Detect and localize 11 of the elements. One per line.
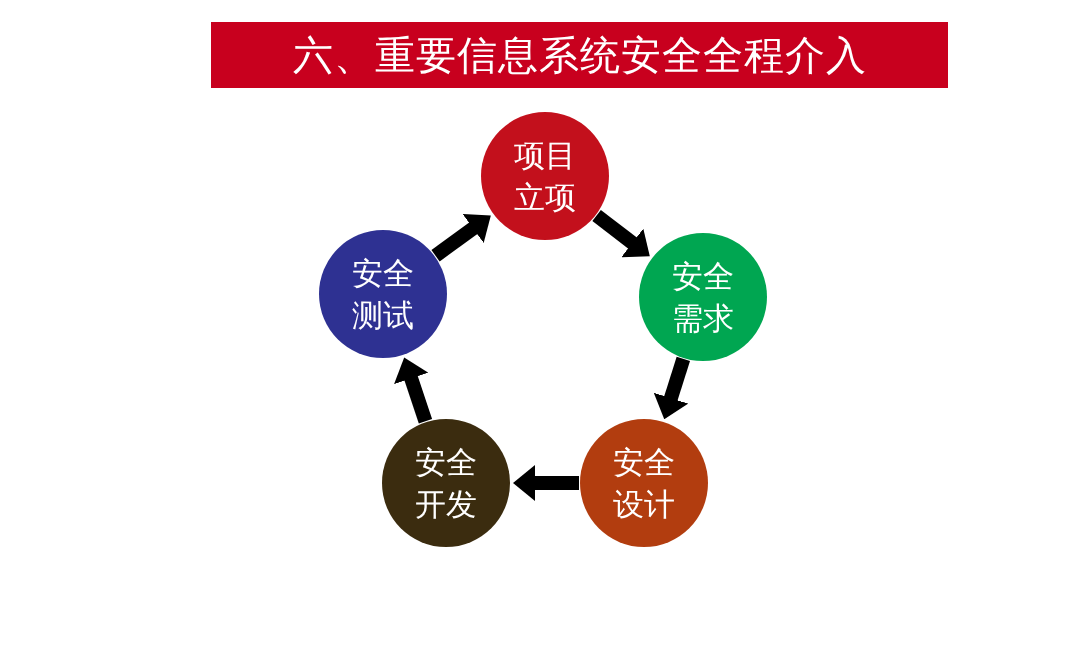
arrow (513, 465, 579, 501)
title-banner: 六、重要信息系统安全全程介入 (211, 22, 948, 88)
arrow (394, 357, 433, 424)
step-circle: 项目立项 (481, 112, 609, 240)
step-circle: 安全需求 (639, 233, 767, 361)
step-circle: 安全开发 (382, 419, 510, 547)
arrow (592, 209, 650, 258)
step-circle: 安全设计 (580, 419, 708, 547)
step-circle: 安全测试 (319, 230, 447, 358)
arrow (431, 213, 491, 262)
arrow (653, 356, 691, 420)
